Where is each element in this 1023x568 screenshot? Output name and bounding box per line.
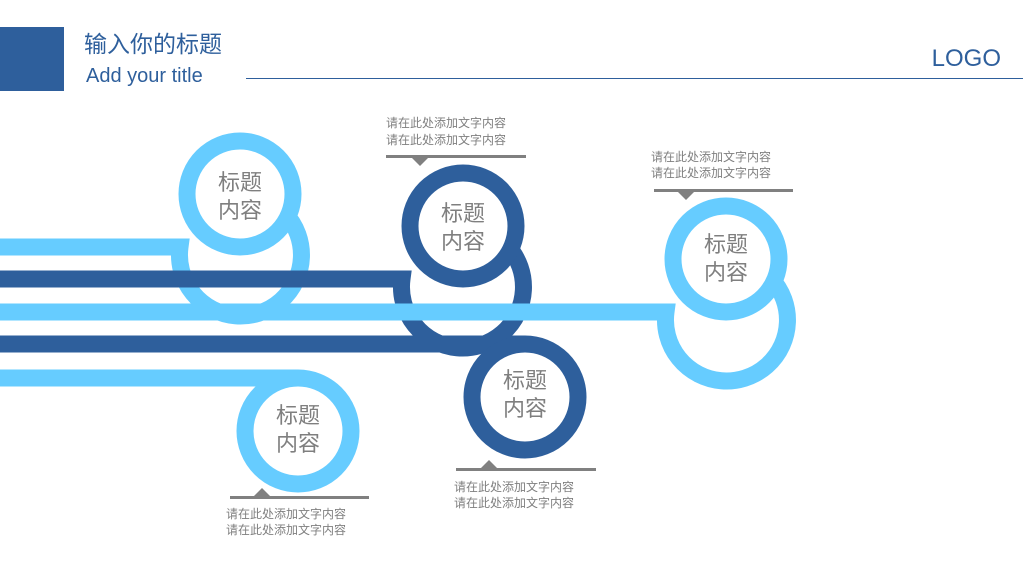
page-subtitle: Add your title <box>86 65 203 87</box>
node-5-callout-bar <box>230 496 369 499</box>
node-4-callout-bar <box>456 468 596 471</box>
node-ring-4 <box>463 335 587 459</box>
node-4-note-line-2: 请在此处添加文字内容 <box>454 495 574 510</box>
node-5-note-line-2: 请在此处添加文字内容 <box>226 522 346 537</box>
header-divider <box>246 78 1023 79</box>
node-4-title: 标题 <box>503 369 547 394</box>
node-ring-3 <box>664 197 788 321</box>
node-2-callout-pointer <box>412 158 428 166</box>
node-ring-2 <box>401 164 525 288</box>
node-2-callout-bar <box>386 155 526 158</box>
node-4-callout-pointer <box>481 460 497 468</box>
node-ring-1 <box>178 132 302 256</box>
node-5-title: 标题 <box>276 404 320 429</box>
node-3-note-line-1: 请在此处添加文字内容 <box>651 149 771 164</box>
node-2-title: 标题 <box>441 202 485 227</box>
node-5-note-line-1: 请在此处添加文字内容 <box>226 506 346 521</box>
node-2-note-line-1: 请在此处添加文字内容 <box>386 115 506 130</box>
node-1-title: 标题 <box>218 171 262 196</box>
node-3-note-line-2: 请在此处添加文字内容 <box>651 165 771 180</box>
node-1-content: 内容 <box>218 199 262 224</box>
node-5-callout-pointer <box>254 488 270 496</box>
node-ring-5 <box>236 369 360 493</box>
node-3-callout-bar <box>654 189 793 192</box>
page-title: 输入你的标题 <box>84 32 222 58</box>
title-accent-block <box>0 27 64 91</box>
node-4-content: 内容 <box>503 397 547 422</box>
node-3-content: 内容 <box>704 261 748 286</box>
node-2-note-line-2: 请在此处添加文字内容 <box>386 132 506 147</box>
node-3-callout-pointer <box>678 192 694 200</box>
node-3-title: 标题 <box>704 233 748 258</box>
node-4-note-line-1: 请在此处添加文字内容 <box>454 479 574 494</box>
node-2-content: 内容 <box>441 230 485 255</box>
logo: LOGO <box>931 45 1001 72</box>
node-5-content: 内容 <box>276 432 320 457</box>
